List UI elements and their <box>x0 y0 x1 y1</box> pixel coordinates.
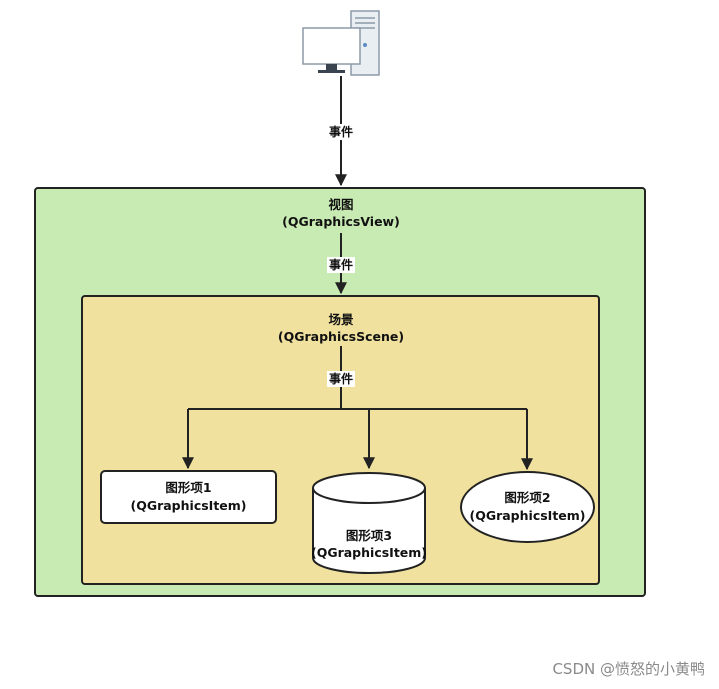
graphics-item-3-cylinder <box>312 472 426 574</box>
view-subtitle: (QGraphicsView) <box>282 214 400 229</box>
scene-title: 场景 <box>328 312 354 327</box>
scene-subtitle: (QGraphicsScene) <box>277 329 405 344</box>
graphics-item-1: 图形项1 (QGraphicsItem) <box>100 470 277 524</box>
watermark: CSDN @愤怒的小黄鸭 <box>552 660 705 678</box>
item-2-name: 图形项2 <box>504 490 551 505</box>
event-label-top: 事件 <box>327 124 356 140</box>
item-3-class: (QGraphicsItem) <box>310 545 428 560</box>
view-title: 视图 <box>328 197 354 212</box>
graphics-item-2: 图形项2 (QGraphicsItem) <box>460 471 595 543</box>
item-1-class: (QGraphicsItem) <box>130 498 247 513</box>
computer-icon <box>302 10 380 76</box>
event-label-scene: 事件 <box>327 371 356 387</box>
item-3-name: 图形项3 <box>345 528 393 543</box>
event-label-view: 事件 <box>327 257 356 273</box>
item-1-name: 图形项1 <box>165 480 212 495</box>
item-2-class: (QGraphicsItem) <box>469 508 586 523</box>
